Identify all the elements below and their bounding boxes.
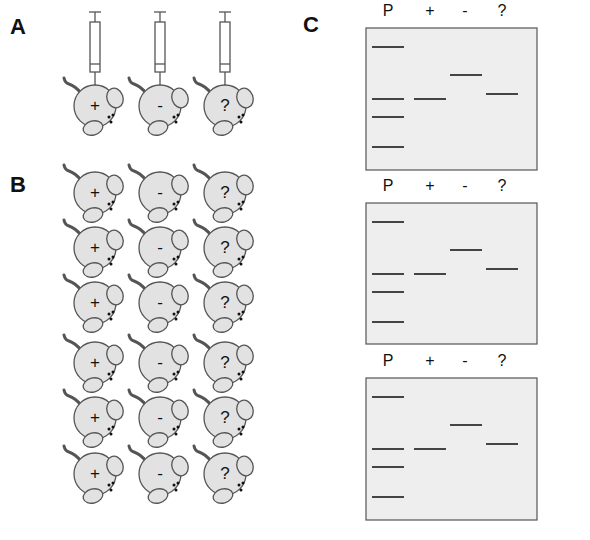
mouse: - <box>138 452 182 496</box>
mouse-label: ? <box>203 84 247 128</box>
lane-header: P <box>383 2 394 20</box>
mouse-label: - <box>138 452 182 496</box>
mouse: - <box>138 84 182 128</box>
mouse: + <box>73 281 117 325</box>
gel <box>366 203 537 344</box>
lane-header: ? <box>498 177 507 195</box>
lane-header: P <box>383 177 394 195</box>
lane-header: ? <box>498 352 507 370</box>
lane-header: - <box>462 177 467 195</box>
mouse-label: ? <box>203 341 247 385</box>
mouse: + <box>73 84 117 128</box>
syringes <box>89 12 231 86</box>
mouse: ? <box>203 341 247 385</box>
syringe <box>89 12 101 86</box>
gel <box>366 28 537 170</box>
gel-bands <box>372 397 518 497</box>
mouse: ? <box>203 452 247 496</box>
syringe <box>154 12 166 86</box>
mouse: - <box>138 396 182 440</box>
mouse: + <box>73 171 117 215</box>
mouse-label: - <box>138 84 182 128</box>
panel-letter: A <box>10 14 26 40</box>
gel <box>366 378 537 520</box>
mouse: ? <box>203 226 247 270</box>
lane-header: ? <box>498 2 507 20</box>
lane-header: + <box>425 352 434 370</box>
mouse-label: + <box>73 226 117 270</box>
gel-bands <box>372 222 518 322</box>
gel-box <box>366 28 537 170</box>
mouse: ? <box>203 84 247 128</box>
mouse: + <box>73 341 117 385</box>
lane-header: + <box>425 177 434 195</box>
mouse-label: + <box>73 281 117 325</box>
lane-header: - <box>462 352 467 370</box>
mouse-label: ? <box>203 396 247 440</box>
panel-letter: C <box>303 12 319 38</box>
syringe <box>219 12 231 86</box>
mouse-label: + <box>73 171 117 215</box>
mouse-label: - <box>138 226 182 270</box>
mouse-label: ? <box>203 452 247 496</box>
mouse: - <box>138 281 182 325</box>
mouse: + <box>73 452 117 496</box>
mouse: ? <box>203 396 247 440</box>
gel-box <box>366 203 537 344</box>
mouse: - <box>138 171 182 215</box>
mouse-label: ? <box>203 226 247 270</box>
mouse-label: - <box>138 396 182 440</box>
mouse-label: + <box>73 396 117 440</box>
mouse: ? <box>203 281 247 325</box>
mouse-label: ? <box>203 171 247 215</box>
lane-header: - <box>462 2 467 20</box>
mouse-label: - <box>138 341 182 385</box>
mouse-label: - <box>138 281 182 325</box>
gel-bands <box>372 47 518 147</box>
mouse-label: + <box>73 341 117 385</box>
mouse: - <box>138 341 182 385</box>
panel-letter: B <box>10 172 26 198</box>
mouse-label: ? <box>203 281 247 325</box>
mouse: + <box>73 396 117 440</box>
mouse-label: - <box>138 171 182 215</box>
mouse-label: + <box>73 452 117 496</box>
mouse: - <box>138 226 182 270</box>
mouse: + <box>73 226 117 270</box>
mouse-label: + <box>73 84 117 128</box>
lane-header: P <box>383 352 394 370</box>
lane-header: + <box>425 2 434 20</box>
gel-box <box>366 378 537 520</box>
mouse: ? <box>203 171 247 215</box>
